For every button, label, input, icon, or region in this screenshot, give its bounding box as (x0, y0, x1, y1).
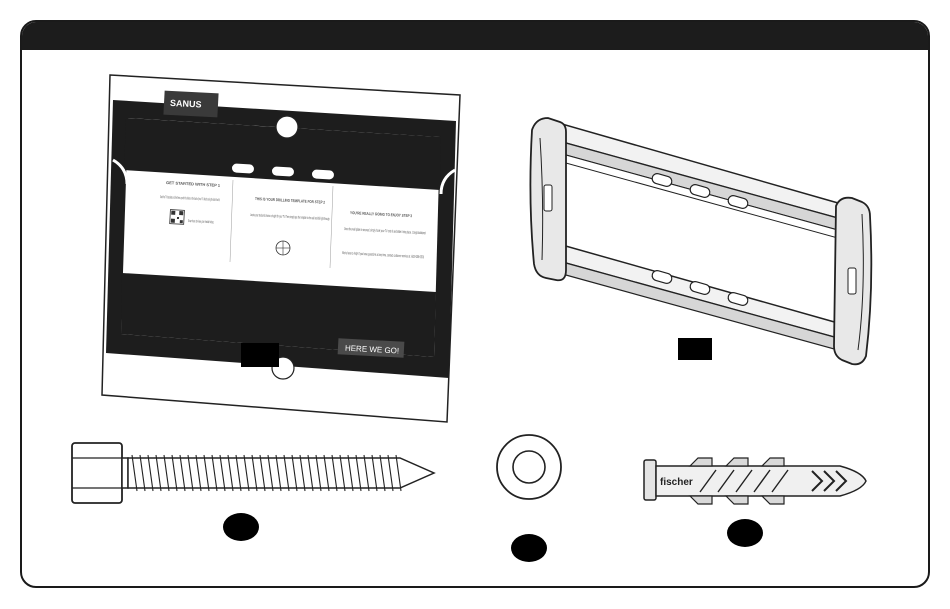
anchor-brand: fischer (660, 477, 693, 488)
washer-part-label (511, 534, 547, 562)
washer (496, 434, 562, 500)
lag-bolt (71, 442, 436, 504)
panel-header-bar (22, 22, 928, 50)
wall-anchor: fischer (643, 457, 867, 505)
template-col3-body: Once the wall plate is secured, simply h… (344, 226, 426, 235)
wall-plate (529, 117, 873, 366)
template-cta: HERE WE GO! (345, 344, 400, 356)
qr-code-icon (169, 209, 185, 225)
template-col2-title: THIS IS YOUR DRILLING TEMPLATE FOR STEP … (255, 196, 326, 205)
wall-plate-part-label (678, 338, 712, 360)
template-qr-note: Scan here to view your install video. (188, 218, 214, 224)
template-brand: SANUS (170, 98, 202, 110)
drilling-template: SANUS GET STARTED WITH STEP 1 Grab the T… (101, 74, 461, 423)
template-col1-body: Grab the TV brackets and line them up wi… (160, 194, 220, 202)
lag-bolt-part-label (223, 513, 259, 541)
template-part-label (241, 343, 279, 367)
template-col1-title: GET STARTED WITH STEP 1 (166, 180, 221, 188)
template-col3-title: YOU'RE REALLY GOING TO ENJOY STEP 3 (350, 210, 413, 218)
anchor-part-label (727, 519, 763, 547)
template-col3-help: We're here to help! If you have question… (342, 250, 425, 259)
target-mark-icon (275, 240, 291, 256)
template-col2-body: Locate your stud and choose a height for… (250, 212, 330, 221)
